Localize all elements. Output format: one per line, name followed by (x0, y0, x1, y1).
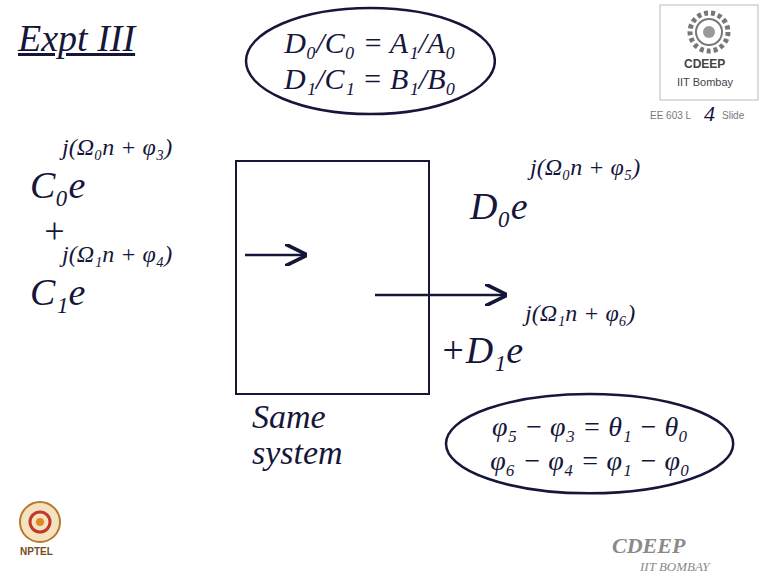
exponent: j(Ω₀n + φ₅) (530, 154, 640, 180)
logo-frame (660, 5, 758, 100)
equation: φ₅ − φ₃ = θ₁ − θ₀ (490, 410, 690, 444)
exponent: j(Ω₀n + φ₃) (62, 134, 172, 160)
exponent: j(Ω₁n + φ₄) (62, 241, 172, 267)
circle-content: φ₅ − φ₃ = θ₁ − θ₀φ₆ − φ₄ = φ₁ − φ₀ (490, 410, 690, 477)
equation: φ₆ − φ₄ = φ₁ − φ₀ (490, 444, 690, 478)
logo-text: IIT Bombay (677, 76, 733, 88)
circle-content: D₀/C₀ = A₁/A₀D₁/C₁ = B₁/B₀ (284, 25, 456, 97)
experiment-title: Expt III (18, 18, 135, 60)
exponent: j(Ω₁n + φ₆) (525, 300, 635, 326)
signal-term: C₁e (30, 272, 85, 314)
equation: D₁/C₁ = B₁/B₀ (284, 61, 456, 97)
input-arrow (245, 254, 305, 257)
logo-text: CDEEP (684, 58, 725, 71)
signal-term: C₀e (30, 165, 85, 207)
watermark: IIT BOMBAY (640, 560, 709, 574)
phase-circle: φ₅ − φ₃ = θ₁ − θ₀φ₆ − φ₄ = φ₁ − φ₀ (444, 392, 735, 495)
equation: D₀/C₀ = A₁/A₀ (284, 25, 456, 61)
slide-number: 4 (704, 102, 715, 126)
signal-term: D₀e (470, 186, 528, 228)
slide-tag: EE 603 L (650, 110, 691, 121)
nptel-logo (20, 502, 60, 542)
system-caption: Same system (252, 399, 422, 470)
circle-outline (244, 6, 497, 116)
output-arrow (375, 294, 505, 297)
circle-outline (444, 392, 735, 495)
system-box: Same system (235, 160, 430, 395)
ratio-circle: D₀/C₀ = A₁/A₀D₁/C₁ = B₁/B₀ (244, 6, 497, 116)
watermark: CDEEP (612, 534, 685, 558)
logo-text: NPTEL (20, 546, 53, 557)
gear-logo (690, 13, 728, 51)
slide-tag: Slide (722, 110, 744, 121)
signal-term: +D₁e (440, 330, 523, 372)
